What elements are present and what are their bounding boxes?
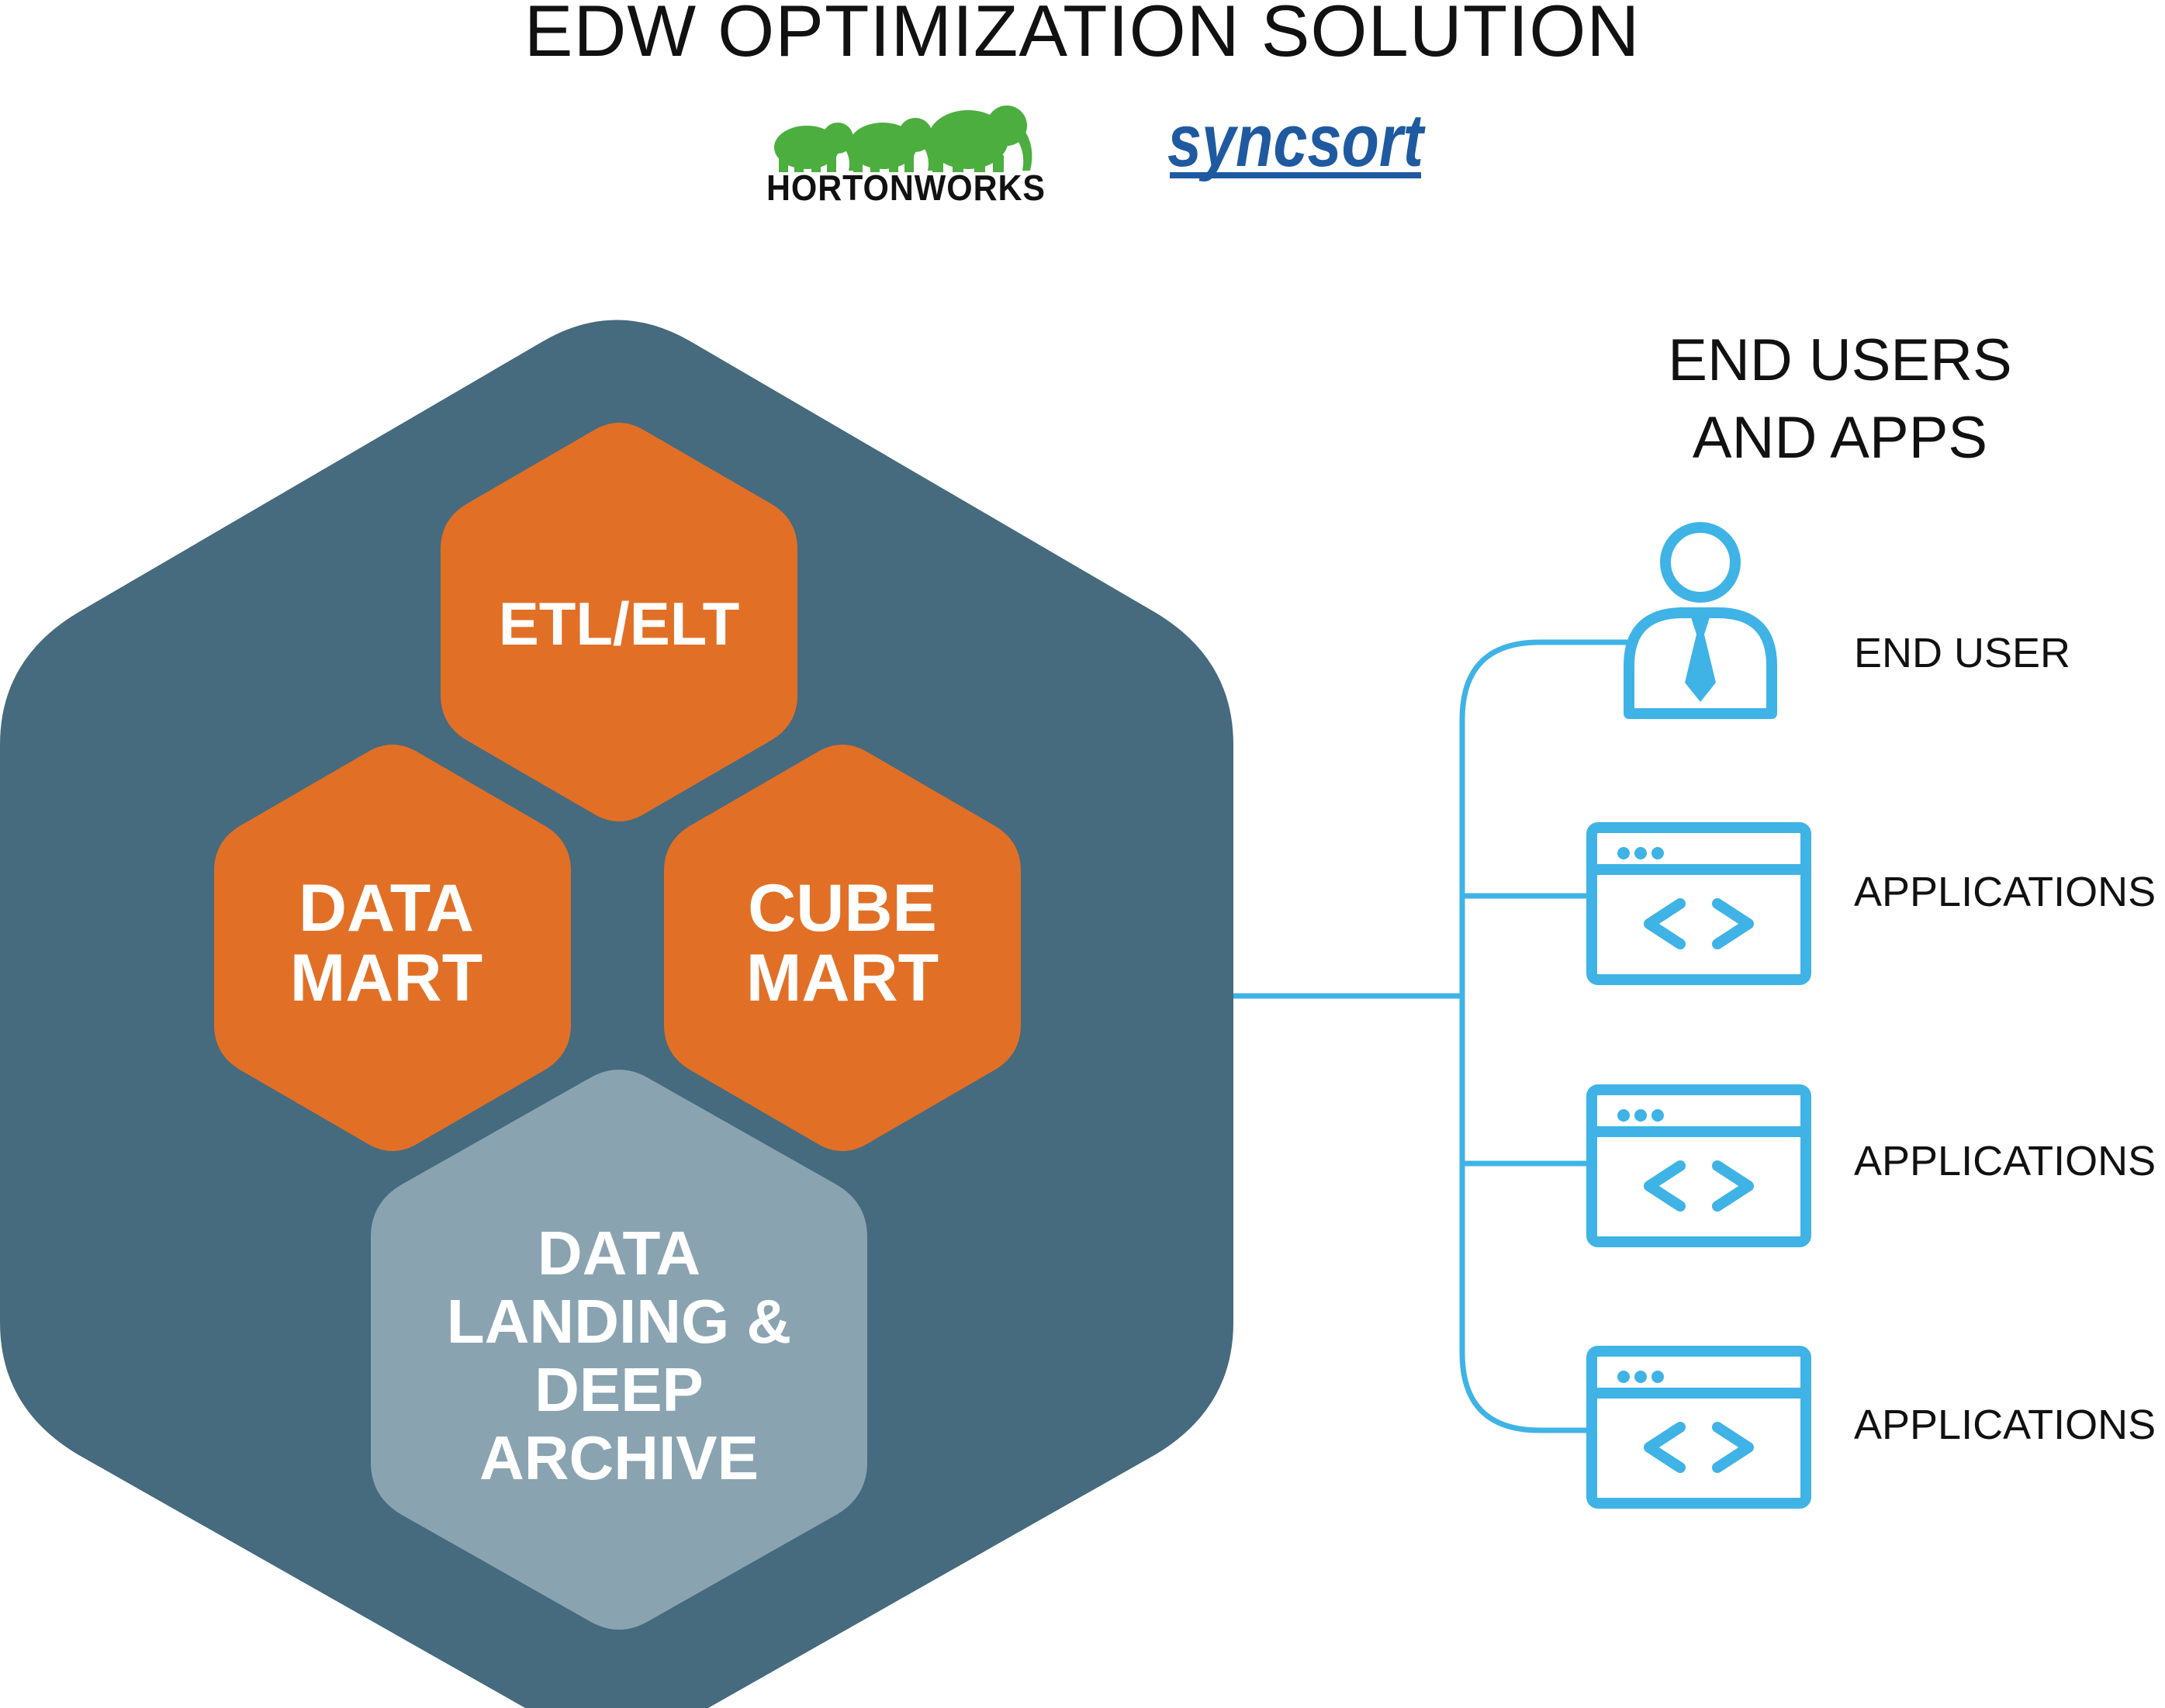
- landing-hexagon: [371, 1070, 867, 1630]
- data-mart-hexagon: [214, 745, 571, 1151]
- end-user-icon: [1624, 522, 1777, 719]
- landing-label-line2: LANDING &: [447, 1287, 791, 1356]
- cube-mart-label-line1: CUBE: [748, 871, 937, 946]
- hortonworks-logo: HORTONWORKS: [766, 105, 1046, 208]
- landing-label-line4: ARCHIVE: [479, 1423, 759, 1492]
- cube-mart-hexagon: [664, 745, 1021, 1151]
- end-users-heading-line1: END USERS: [1668, 327, 2011, 393]
- syncsort-logo: syncsort: [1167, 99, 1426, 182]
- landing-label-line1: DATA: [538, 1219, 700, 1288]
- etl-label: ETL/ELT: [499, 590, 740, 658]
- code-window-icon: [1586, 822, 1811, 985]
- data-mart-label-line2: MART: [290, 941, 482, 1015]
- applications-label-1: APPLICATIONS: [1854, 869, 2156, 915]
- elephant-icon: [774, 105, 1032, 172]
- applications-label-2: APPLICATIONS: [1854, 1138, 2156, 1184]
- connector-lines: [1233, 639, 1629, 1433]
- outer-hexagon: [0, 320, 1233, 1708]
- page-title: EDW OPTIMIZATION SOLUTION: [524, 0, 1641, 71]
- applications-label-3: APPLICATIONS: [1854, 1402, 2156, 1448]
- code-window-icon: [1586, 1084, 1811, 1247]
- etl-hexagon: [441, 423, 797, 821]
- end-user-label: END USER: [1854, 630, 2070, 676]
- end-users-heading-line2: AND APPS: [1693, 405, 1987, 471]
- hortonworks-wordmark: HORTONWORKS: [766, 168, 1046, 208]
- landing-label-line3: DEEP: [534, 1355, 704, 1424]
- connector-to-app-3: [1459, 996, 1586, 1433]
- connector-to-end-user: [1459, 639, 1629, 996]
- data-mart-label-line1: DATA: [299, 871, 474, 946]
- syncsort-wordmark: syncsort: [1167, 99, 1426, 182]
- cube-mart-label-line2: MART: [746, 941, 939, 1015]
- code-window-icon: [1586, 1346, 1811, 1509]
